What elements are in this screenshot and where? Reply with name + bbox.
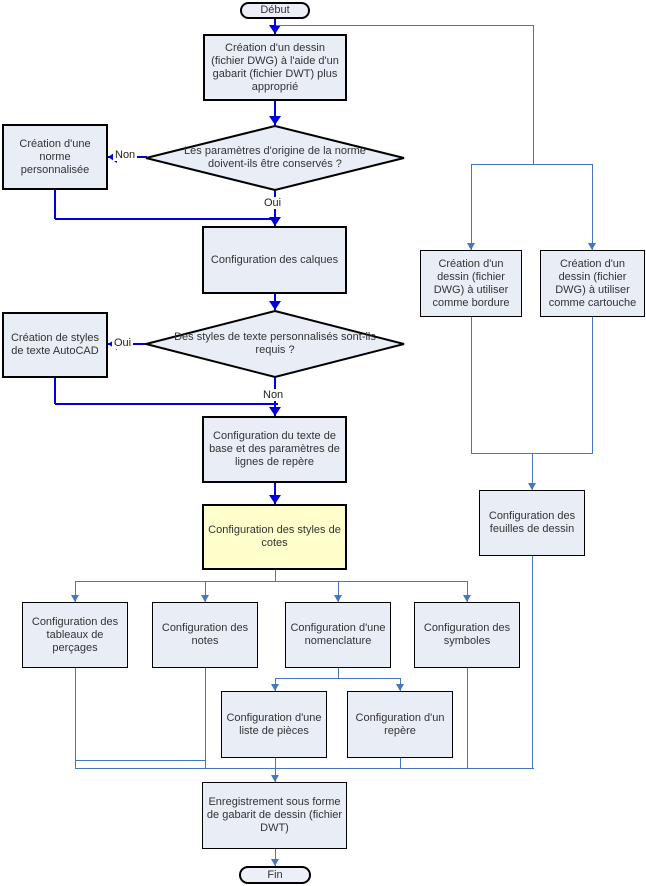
connector-text-styles-merge <box>54 378 56 404</box>
connector-main-merge-line <box>75 767 534 769</box>
arrowhead-merge-to-sheets <box>528 483 536 490</box>
connector-start-branch-right <box>276 24 534 26</box>
connector-custom-standard-merge <box>55 218 278 220</box>
connector-to-symbols <box>466 581 468 602</box>
connector-to-hole-tables <box>74 581 76 602</box>
node-label-notes-config: Configuration des notes <box>161 622 249 647</box>
node-balloon-config: Configuration d'un repère <box>347 691 453 758</box>
node-label-layers-config: Configuration des calques <box>210 253 339 266</box>
node-symbols-config: Configuration des symboles <box>414 602 520 668</box>
arrowhead-decision1-oui <box>269 217 281 226</box>
node-notes-config: Configuration des notes <box>152 602 258 668</box>
node-dim-styles-config: Configuration des styles de cotes <box>202 504 347 570</box>
connector-merge-to-sheets <box>531 453 533 490</box>
arrowhead-branch-to-titleblock <box>588 243 596 250</box>
connector-branch-to-border <box>471 163 534 165</box>
node-label-decision-keep-standard: Les paramètres d'origine de la norme doi… <box>184 145 366 170</box>
node-titleblock-drawing: Création d'un dessin (fichier DWG) à uti… <box>540 250 645 317</box>
connector-border-titleblock-merge <box>591 317 593 453</box>
node-label-hole-tables-config: Configuration des tableaux de perçages <box>31 615 119 654</box>
connector-custom-standard-merge <box>54 190 56 219</box>
label-non-1: Non <box>113 149 138 161</box>
connector-sheets-down <box>531 556 533 768</box>
node-parts-list-config: Configuration d'une liste de pièces <box>221 691 327 758</box>
node-label-titleblock-drawing: Création d'un dessin (fichier DWG) à uti… <box>548 257 637 309</box>
node-label-base-text-config: Configuration du texte de base et des pa… <box>209 430 340 468</box>
diamond-shape-decision-keep-standard <box>145 125 405 191</box>
node-sheets-config: Configuration des feuilles de dessin <box>479 490 585 556</box>
node-create-drawing: Création d'un dessin (fichier DWG) à l'a… <box>203 34 347 101</box>
diamond-shape-decision-text-styles <box>145 310 405 378</box>
node-end: Fin <box>239 866 311 884</box>
node-label-save-template: Enregistrement sous forme de gabarit de … <box>206 796 343 834</box>
node-label-end: Fin <box>267 868 283 881</box>
arrowhead-to-notes <box>201 595 209 602</box>
node-start: Début <box>240 2 310 19</box>
node-label-autocad-text-styles: Création de styles de texte AutoCAD <box>10 332 100 357</box>
connector-balloon-down <box>399 758 401 768</box>
label-oui-1: Oui <box>262 197 284 209</box>
connector-upper-merge-line <box>75 759 206 761</box>
arrowhead-to-bom <box>334 595 342 602</box>
arrowhead-basetext-to-dimstyles <box>269 495 281 504</box>
arrowhead-branch-to-border <box>467 243 475 250</box>
connector-branch-to-titleblock <box>591 164 593 250</box>
arrowhead-to-parts-list <box>271 684 279 691</box>
connector-dimstyles-stub <box>274 570 276 581</box>
connector-create-to-decision1 <box>274 101 276 125</box>
node-label-decision-text-styles: Des styles de texte personnalisés sont-i… <box>174 331 376 356</box>
arrowhead-save-to-end <box>271 859 279 866</box>
node-label-start: Début <box>260 4 290 16</box>
connector-bom-split <box>275 677 401 679</box>
arrowhead-to-hole-tables <box>71 595 79 602</box>
node-label-border-drawing: Création d'un dessin (fichier DWG) à uti… <box>432 257 510 309</box>
arrowhead-to-symbols <box>463 595 471 602</box>
connector-branch-to-border <box>470 164 472 250</box>
connector-hole-tables-down <box>74 668 76 768</box>
connector-save-to-end <box>274 849 276 866</box>
arrowhead-to-balloon <box>396 684 404 691</box>
node-label-bom-config: Configuration d'une nomenclature <box>290 622 386 647</box>
node-decision-text-styles: Des styles de texte personnalisés sont-i… <box>145 310 405 378</box>
connector-border-titleblock-merge <box>470 317 472 453</box>
connector-start-branch-right <box>532 25 534 164</box>
arrowhead-merge-to-save <box>271 775 279 782</box>
node-custom-standard: Création d'une norme personnalisée <box>2 124 108 190</box>
node-label-balloon-config: Configuration d'un repère <box>355 711 445 737</box>
connector-basetext-to-dimstyles <box>274 483 276 504</box>
node-base-text-config: Configuration du texte de base et des pa… <box>202 416 347 483</box>
arrowhead-decision1-non <box>108 151 117 163</box>
connector-merge-to-save <box>274 758 276 782</box>
label-non-2: Non <box>261 389 286 401</box>
node-hole-tables-config: Configuration des tableaux de perçages <box>22 602 128 668</box>
connector-distribution-line <box>75 580 468 582</box>
node-layers-config: Configuration des calques <box>202 226 347 294</box>
connector-bom-stub <box>337 668 339 678</box>
arrowhead-layers-to-decision2 <box>269 301 281 310</box>
connector-to-bom <box>337 581 339 602</box>
node-border-drawing: Création d'un dessin (fichier DWG) à uti… <box>420 250 522 317</box>
node-autocad-text-styles: Création de styles de texte AutoCAD <box>2 312 108 378</box>
arrowhead-create-to-decision1 <box>269 116 281 125</box>
node-label-custom-standard: Création d'une norme personnalisée <box>19 137 91 176</box>
node-label-parts-list-config: Configuration d'une liste de pièces <box>226 711 322 737</box>
node-label-create-drawing: Création d'un dessin (fichier DWG) à l'a… <box>211 41 339 93</box>
label-oui-2: Oui <box>112 337 134 349</box>
node-label-sheets-config: Configuration des feuilles de dessin <box>488 510 576 535</box>
node-decision-keep-standard: Les paramètres d'origine de la norme doi… <box>145 125 405 191</box>
node-bom-config: Configuration d'une nomenclature <box>285 602 391 668</box>
connector-text-styles-merge <box>55 403 278 405</box>
arrowhead-decision2-non <box>269 407 281 416</box>
connector-branch-to-titleblock <box>533 163 593 165</box>
arrowhead-start-to-create <box>269 25 281 34</box>
connector-notes-down <box>204 668 206 768</box>
node-save-template: Enregistrement sous forme de gabarit de … <box>202 782 347 849</box>
connector-to-notes <box>204 581 206 602</box>
node-label-symbols-config: Configuration des symboles <box>423 622 511 647</box>
node-label-dim-styles-config: Configuration des styles de cotes <box>208 524 341 549</box>
connector-symbols-down <box>466 668 468 768</box>
